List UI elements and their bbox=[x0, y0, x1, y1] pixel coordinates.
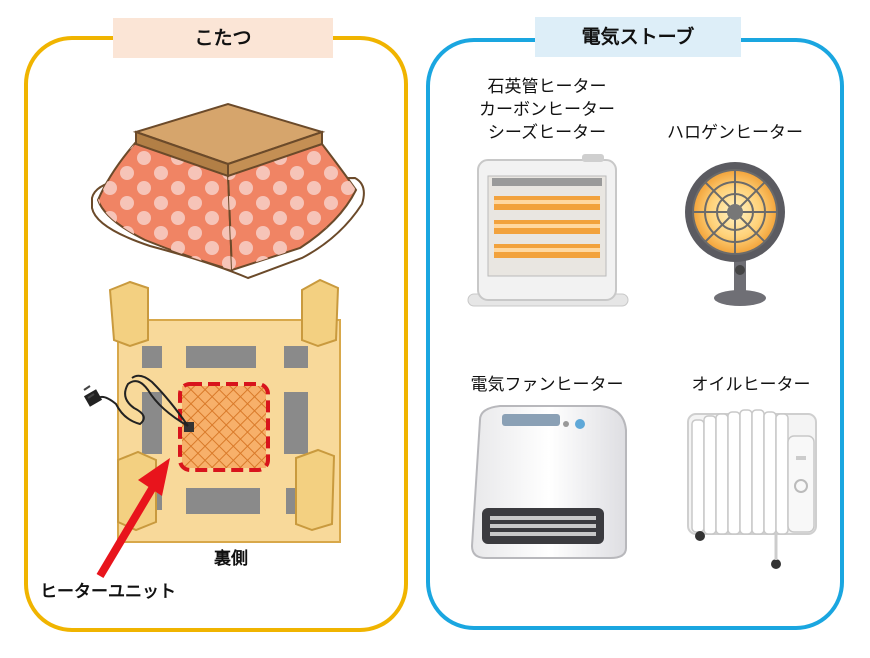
fan-heater-illustration bbox=[470, 405, 627, 559]
halogen-heater-illustration bbox=[685, 162, 785, 306]
oil-heater-label: オイルヒーター bbox=[691, 375, 811, 395]
quartz-heater-illustration bbox=[467, 154, 629, 307]
underside-label: 裏側 bbox=[214, 549, 248, 569]
kotatsu-underside-illustration bbox=[83, 278, 341, 543]
kotatsu-illustration bbox=[91, 102, 365, 280]
halogen-heater-label: ハロゲンヒーター bbox=[667, 123, 803, 143]
heater-unit-label: ヒーターユニット bbox=[40, 582, 176, 602]
kotatsu-title: こたつ bbox=[113, 18, 333, 58]
red-arrow-icon bbox=[96, 458, 170, 579]
quartz-heater-label: 石英管ヒーター カーボンヒーター シーズヒーター bbox=[479, 77, 615, 143]
fan-heater-label: 電気ファンヒーター bbox=[470, 375, 624, 395]
electric-stove-title: 電気ストーブ bbox=[535, 17, 741, 57]
oil-heater-illustration bbox=[687, 409, 817, 569]
